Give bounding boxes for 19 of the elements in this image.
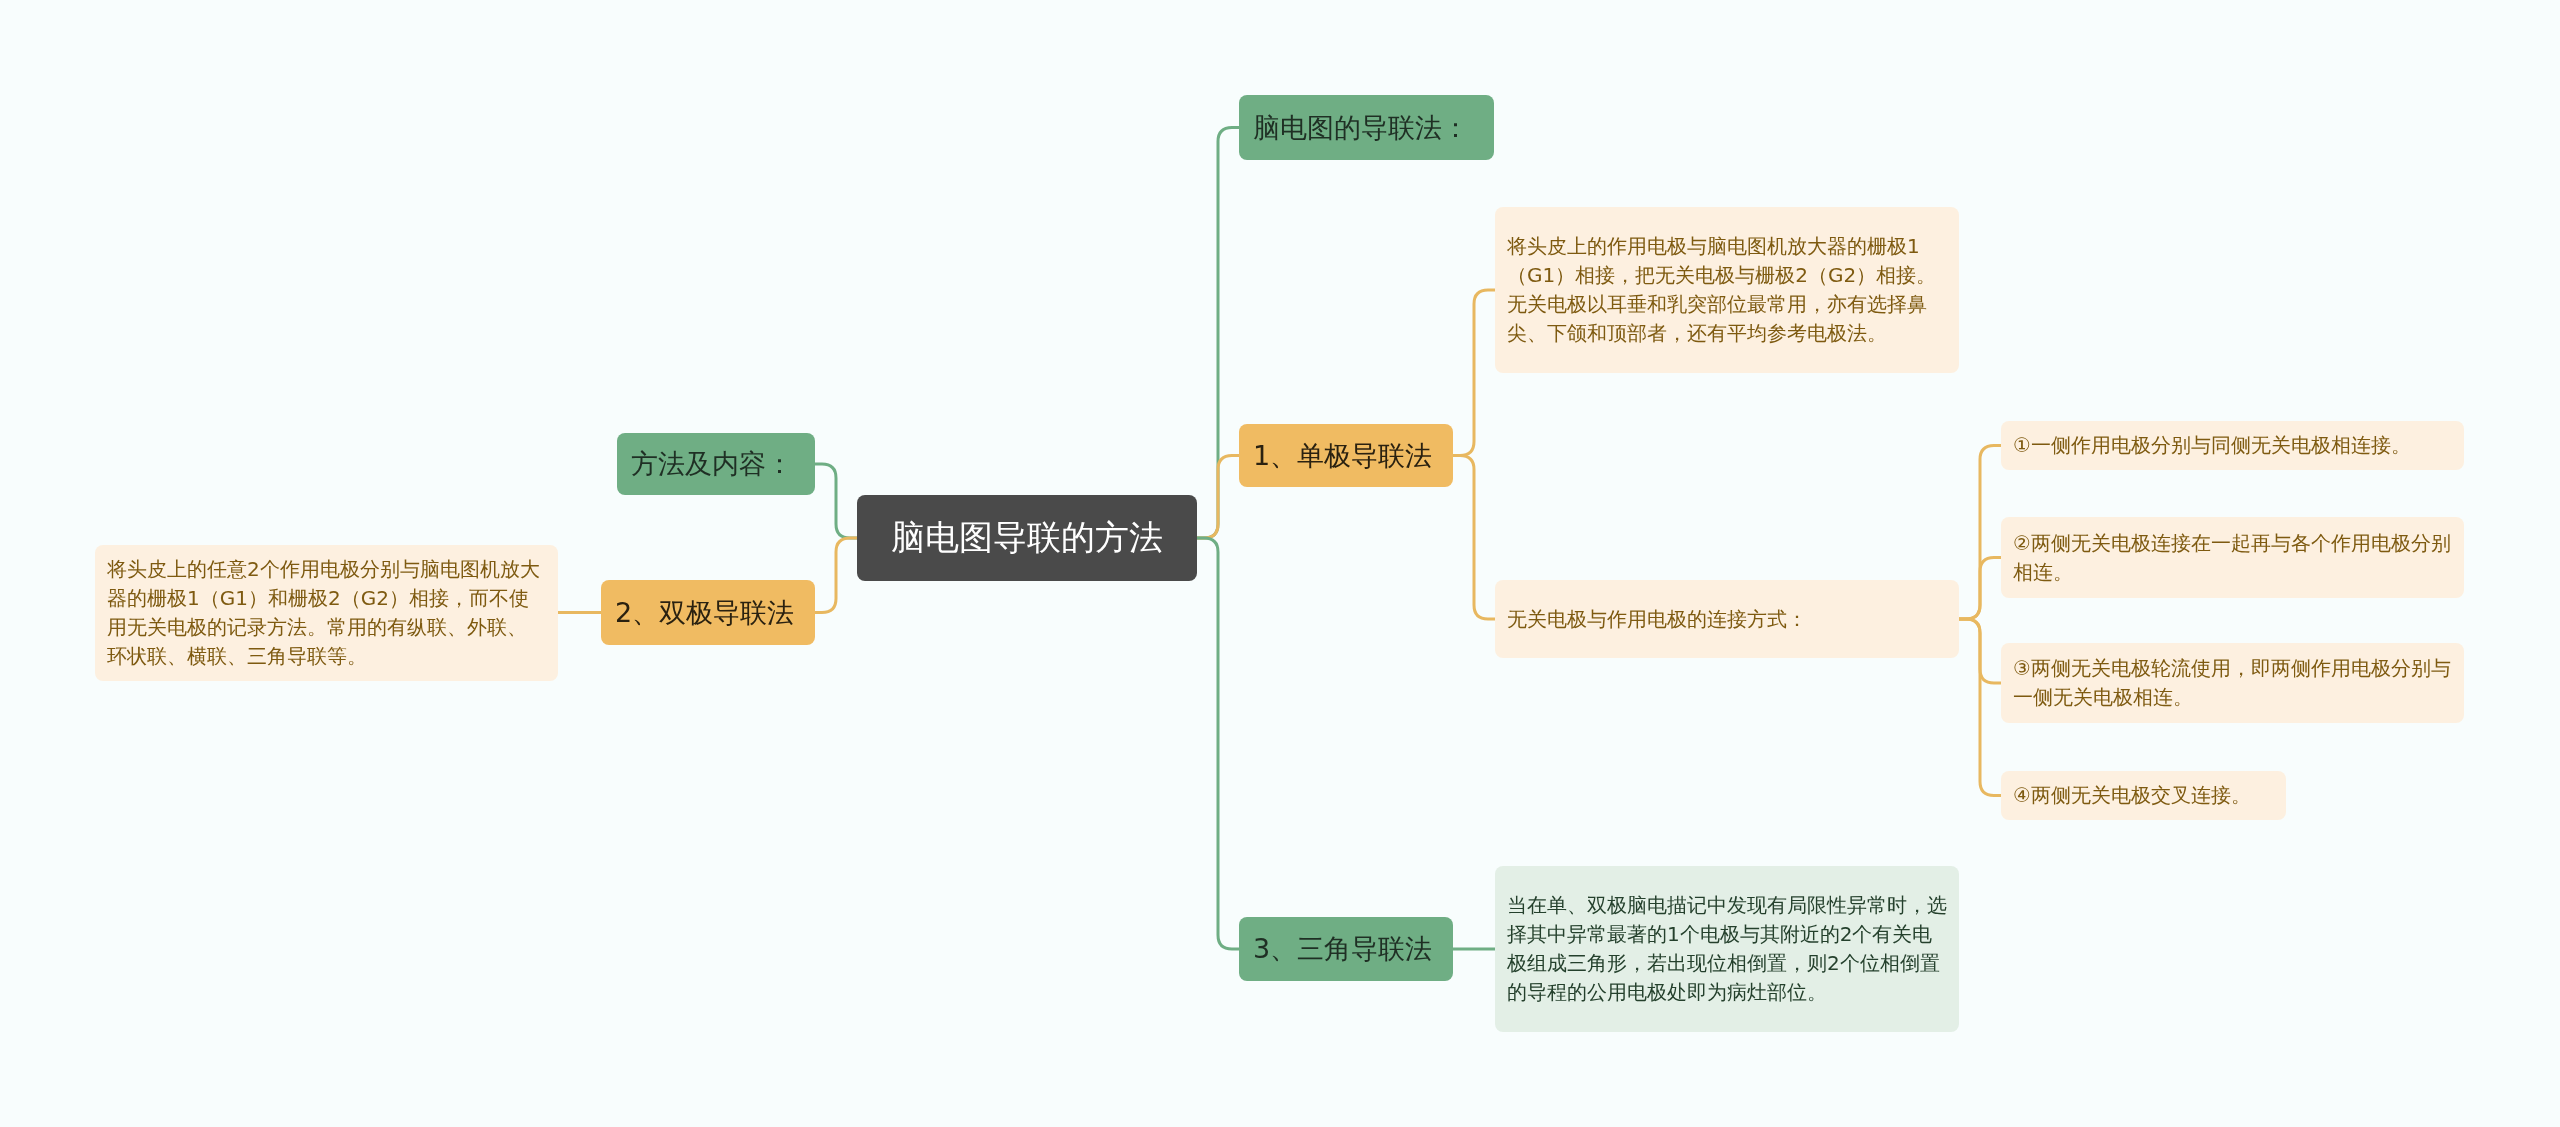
note-box: ②两侧无关电极连接在一起再与各个作用电极分别相连。 [2001,517,2464,598]
note-box: 无关电极与作用电极的连接方式： [1495,580,1959,658]
note-box: ③两侧无关电极轮流使用，即两侧作用电极分别与一侧无关电极相连。 [2001,643,2464,723]
topic-box: 2、双极导联法 [601,580,815,645]
note-box: 将头皮上的任意2个作用电极分别与脑电图机放大器的栅极1（G1）和栅极2（G2）相接，而不使用无关电极的记录方法。常用的有纵联、外联、环状联、横联、三角导联等。 [95,545,558,681]
topic-box: 方法及内容： [617,433,815,495]
connector-line [558,611,601,614]
topic-box: 3、三角导联法 [1239,917,1453,981]
topic-box: 脑电图的导联法： [1239,95,1494,160]
note-box: 将头皮上的作用电极与脑电图机放大器的栅极1（G1）相接，把无关电极与栅极2（G2）相接。无关电极以耳垂和乳突部位最常用，亦有选择鼻尖、下颌和顶部者，还有平均参考电极法。 [1495,207,1959,373]
connector-line [815,536,857,614]
central-topic: 脑电图导联的方法 [857,495,1197,581]
note-box: 当在单、双极脑电描记中发现有局限性异常时，选择其中异常最著的1个电极与其附近的2个有关电极组成三角形，若出现位相倒置，则2个位相倒置的导程的公用电极处即为病灶部位。 [1495,866,1959,1032]
connector-line [1453,454,1495,621]
note-box: ④两侧无关电极交叉连接。 [2001,771,2286,820]
topic-box: 1、单极导联法 [1239,424,1453,487]
connector-line [1453,947,1495,951]
note-box: ①一侧作用电极分别与同侧无关电极相连接。 [2001,421,2464,470]
connector-line [1959,617,2001,797]
